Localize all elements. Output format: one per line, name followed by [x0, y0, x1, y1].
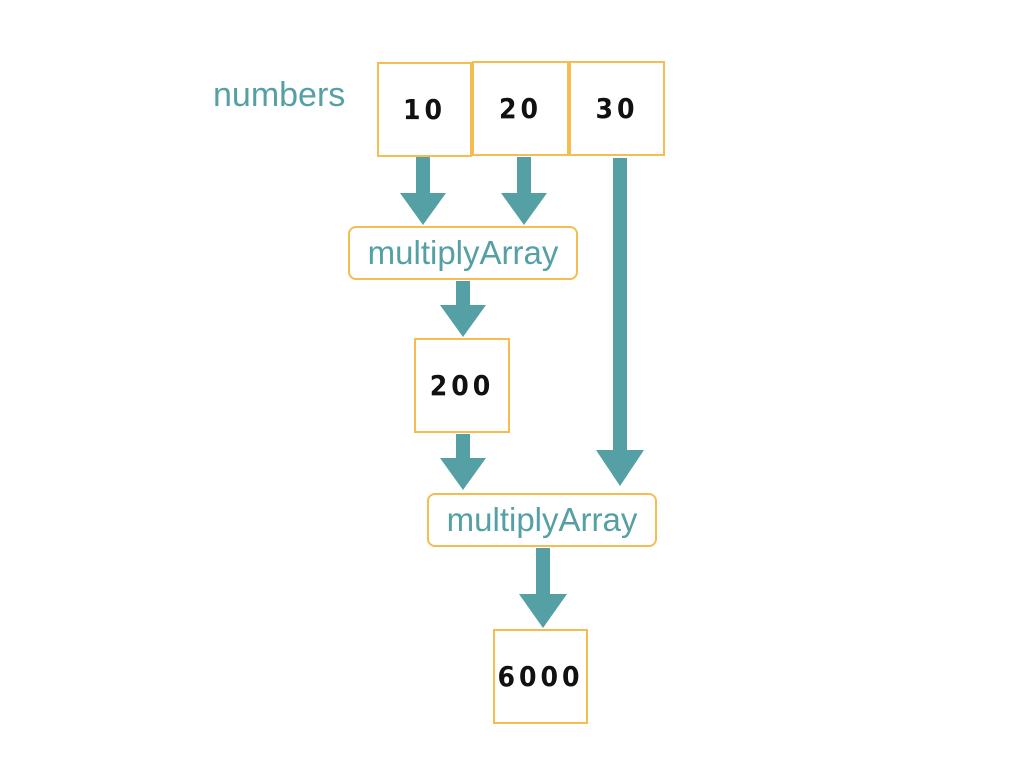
arrow-down-long-icon	[596, 158, 644, 486]
array-cell-1: 10	[377, 62, 472, 157]
intermediate-result-box: 200	[414, 338, 510, 433]
final-result-box: 6000	[493, 629, 588, 724]
arrow-down-icon	[400, 157, 446, 225]
array-cell-3: 30	[569, 61, 665, 156]
arrow-down-icon	[519, 548, 567, 628]
array-cell-2: 20	[472, 61, 569, 156]
arrow-down-icon	[501, 157, 547, 225]
arrow-down-icon	[440, 434, 486, 490]
function-call-box-2: multiplyArray	[427, 493, 657, 547]
arrow-down-icon	[440, 281, 486, 337]
function-call-box-1: multiplyArray	[348, 226, 578, 280]
array-label: numbers	[213, 76, 346, 114]
